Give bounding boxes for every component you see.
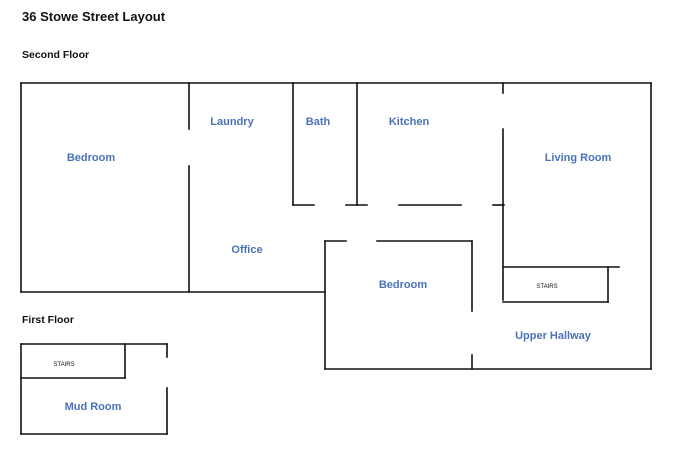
room-label-bedroom-west: Bedroom bbox=[67, 152, 116, 164]
room-label-bedroom-center: Bedroom bbox=[379, 279, 428, 291]
stairs-label-lower: STAIRS bbox=[53, 362, 74, 368]
room-label-laundry: Laundry bbox=[210, 116, 254, 128]
room-label-kitchen: Kitchen bbox=[389, 116, 430, 128]
first-floor-label: First Floor bbox=[22, 314, 74, 326]
room-label-mud-room: Mud Room bbox=[65, 401, 122, 413]
room-label-upper-hallway: Upper Hallway bbox=[515, 330, 592, 342]
page-title: 36 Stowe Street Layout bbox=[22, 9, 166, 24]
room-label-office: Office bbox=[231, 244, 262, 256]
room-label-living-room: Living Room bbox=[545, 152, 612, 164]
stairs-label-upper: STAIRS bbox=[536, 284, 557, 290]
first-floor-walls bbox=[20, 343, 168, 435]
room-label-bath: Bath bbox=[306, 116, 331, 128]
second-floor-walls bbox=[20, 82, 652, 370]
second-floor-label: Second Floor bbox=[22, 49, 90, 61]
